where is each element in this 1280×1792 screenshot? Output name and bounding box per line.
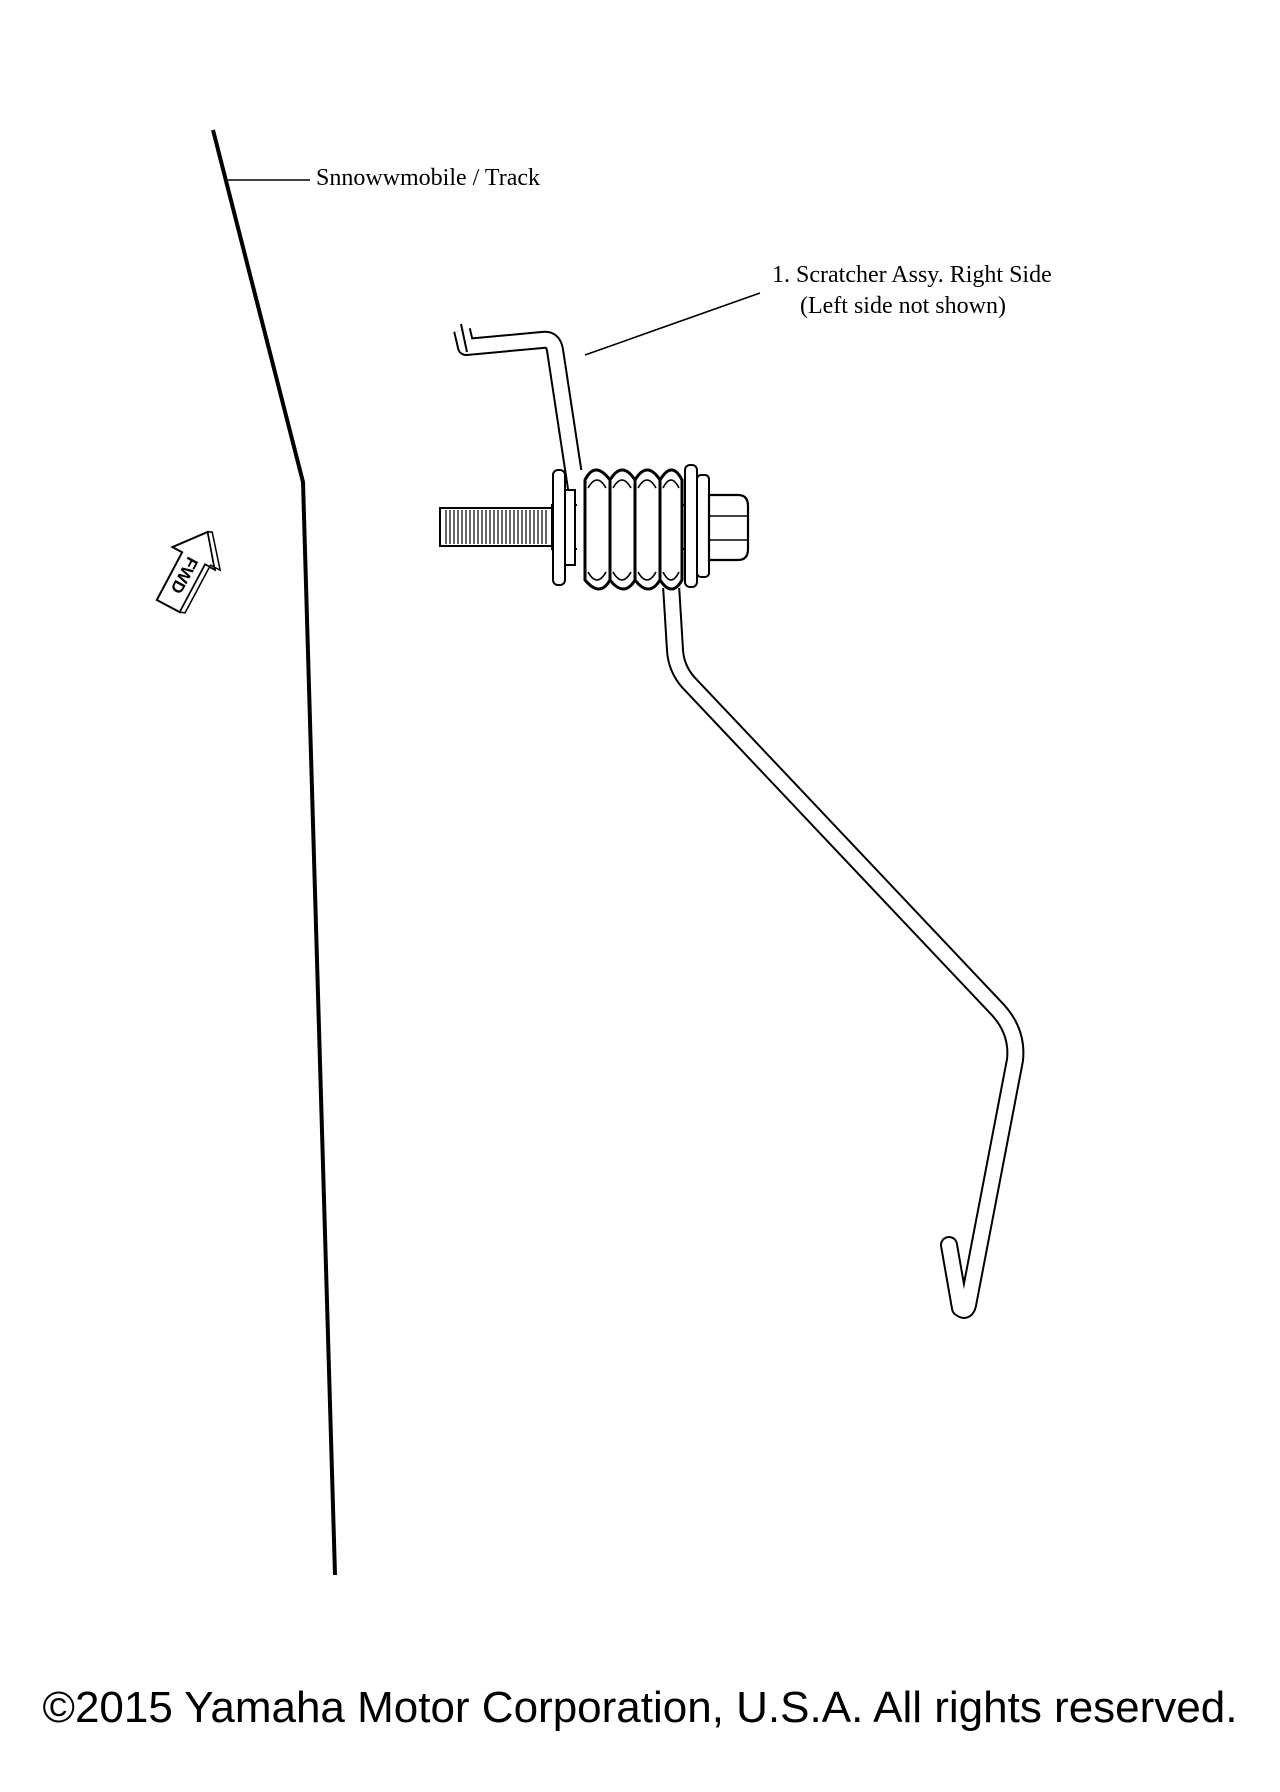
hex-nut (707, 493, 750, 562)
part-1-leader-line (584, 292, 761, 356)
fwd-arrow-icon: FWD (155, 530, 222, 614)
track-label: Snnowwmobile / Track (316, 165, 540, 191)
copyright-notice: ©2015 Yamaha Motor Corporation, U.S.A. A… (43, 1683, 1238, 1732)
track-outline (211, 129, 337, 1576)
coil-spring (577, 468, 684, 591)
left-washer (552, 469, 576, 586)
scratcher-lower-arm (662, 576, 1025, 1319)
part-1-sublabel: (Left side not shown) (800, 293, 1006, 319)
part-1-label: 1. Scratcher Assy. Right Side (772, 262, 1052, 288)
scratcher-upper-arm (453, 323, 586, 497)
right-washer (684, 464, 710, 588)
scratcher-assembly (439, 323, 1025, 1319)
